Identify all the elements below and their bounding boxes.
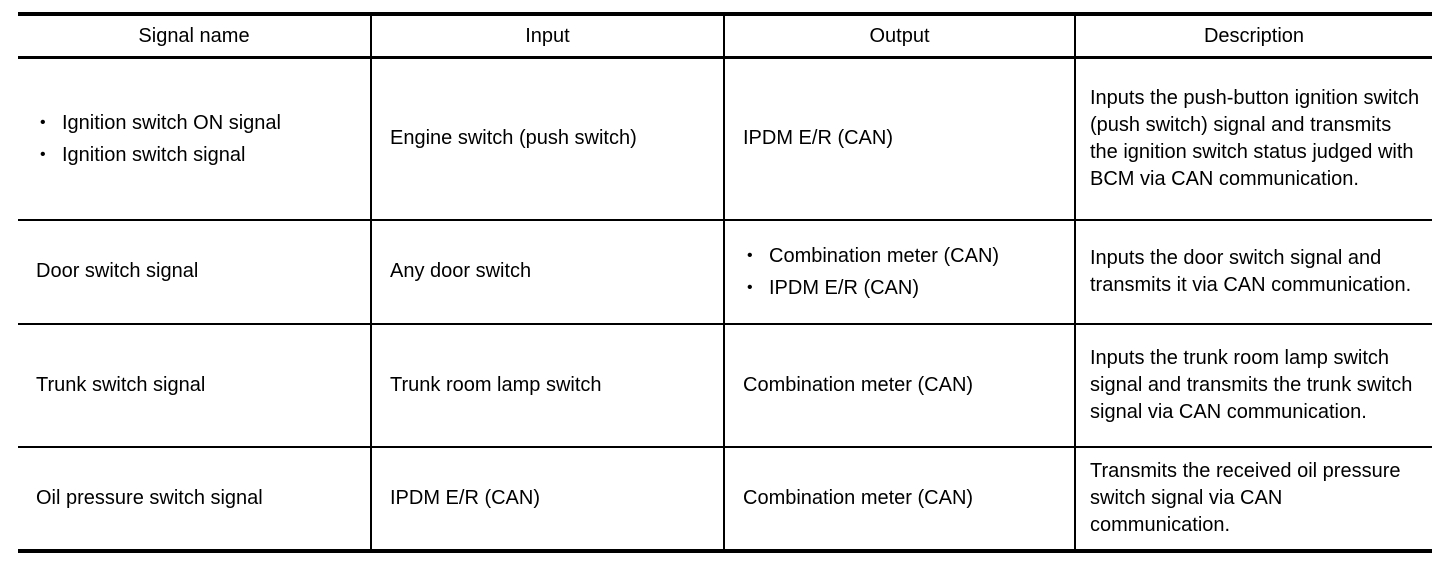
list-item: Ignition switch ON signal [36,109,356,137]
cell-signal-name: Oil pressure switch signal [18,447,371,551]
cell-output: Combination meter (CAN) [723,446,1075,551]
description-text: Transmits the received oil pressure swit… [1090,459,1401,536]
table-row: Ignition switch ON signal Ignition switc… [18,57,1432,220]
table-body: Ignition switch ON signal Ignition switc… [18,57,1432,551]
column-header-output-label: Output [869,25,930,47]
cell-description: Inputs the trunk room lamp switch signal… [1074,323,1432,447]
cell-output: IPDM E/R (CAN) [723,57,1075,220]
signal-name-list: Ignition switch ON signal Ignition switc… [36,109,356,169]
list-item: Ignition switch signal [36,141,356,169]
list-item: Combination meter (CAN) [743,242,1060,270]
column-header-signal-name: Signal name [18,14,371,58]
cell-description: Inputs the door switch signal and transm… [1074,219,1432,324]
column-header-input: Input [370,14,724,58]
input-text: IPDM E/R (CAN) [390,486,540,509]
cell-signal-name: Trunk switch signal [18,324,371,447]
table-header-row: Signal name Input Output Description [18,14,1432,58]
column-header-description-label: Description [1203,25,1305,47]
signal-table: Signal name Input Output Description [18,12,1432,553]
cell-input: Engine switch (push switch) [370,57,724,220]
output-text: Combination meter (CAN) [743,486,974,509]
table-row: Trunk switch signal Trunk room lamp swit… [18,323,1432,447]
signal-name-text: Trunk switch signal [36,373,206,396]
input-text: Trunk room lamp switch [390,373,602,396]
table-row: Door switch signal Any door switch Combi… [18,219,1432,324]
output-text: IPDM E/R (CAN) [743,127,893,150]
cell-signal-name: Door switch signal [18,220,371,324]
description-text: Inputs the push-button ignition switch (… [1090,86,1420,190]
description-text: Inputs the door switch signal and transm… [1090,246,1412,296]
cell-input: Trunk room lamp switch [370,323,724,447]
signal-name-text: Door switch signal [36,260,199,282]
cell-input: IPDM E/R (CAN) [370,446,724,551]
output-list: Combination meter (CAN) IPDM E/R (CAN) [743,242,1060,302]
description-text: Inputs the trunk room lamp switch signal… [1090,346,1413,423]
cell-description: Transmits the received oil pressure swit… [1074,446,1432,551]
input-text: Any door switch [390,260,532,282]
cell-signal-name: Ignition switch ON signal Ignition switc… [18,58,371,220]
signal-table-container: Signal name Input Output Description [18,12,1432,553]
input-text: Engine switch (push switch) [390,127,637,150]
column-header-output: Output [723,14,1075,58]
cell-description: Inputs the push-button ignition switch (… [1074,57,1432,220]
cell-output: Combination meter (CAN) IPDM E/R (CAN) [723,219,1075,324]
table-row: Oil pressure switch signal IPDM E/R (CAN… [18,446,1432,551]
column-header-input-label: Input [525,25,570,47]
cell-input: Any door switch [370,219,724,324]
column-header-description: Description [1074,14,1432,58]
list-item: IPDM E/R (CAN) [743,274,1060,302]
column-header-signal-name-label: Signal name [138,25,250,47]
output-text: Combination meter (CAN) [743,373,974,396]
table-header: Signal name Input Output Description [18,14,1432,58]
cell-output: Combination meter (CAN) [723,323,1075,447]
signal-name-text: Oil pressure switch signal [36,486,263,509]
